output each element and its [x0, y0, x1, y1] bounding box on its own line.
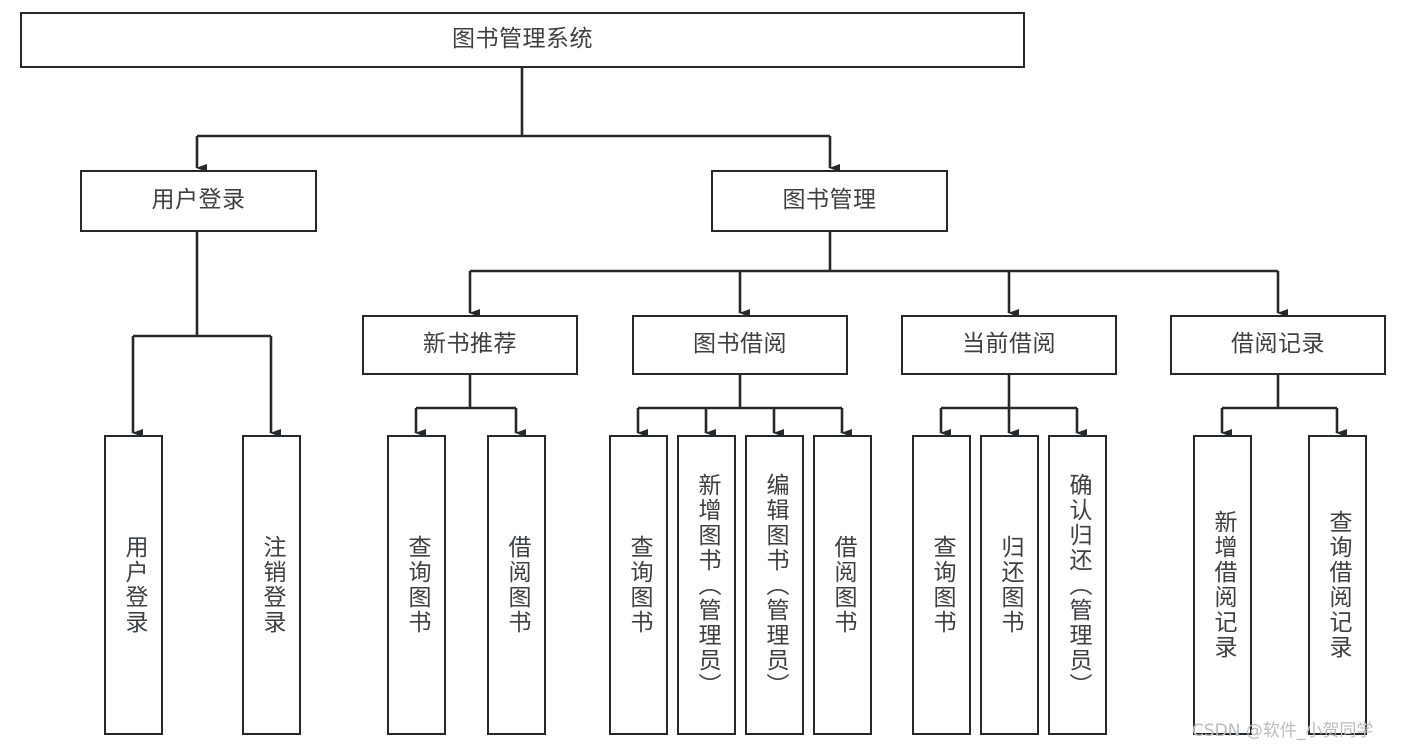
- node-label: 图书借阅: [693, 331, 787, 358]
- node-root-book-management-system[interactable]: 图书管理系统: [20, 12, 1025, 68]
- node-label: 图书管理系统: [452, 26, 593, 53]
- node-label: 借阅图书: [504, 535, 530, 635]
- node-label: 用户登录: [121, 535, 147, 635]
- node-leaf-user-login[interactable]: 用户登录: [104, 435, 163, 735]
- node-borrow-record[interactable]: 借阅记录: [1170, 315, 1386, 375]
- node-book-borrow[interactable]: 图书借阅: [632, 315, 848, 375]
- node-label: 查询图书: [626, 535, 652, 635]
- node-leaf-query-book-3[interactable]: 查询图书: [912, 435, 971, 735]
- node-label: 查询图书: [929, 535, 955, 635]
- node-leaf-logout-login[interactable]: 注销登录: [242, 435, 301, 735]
- node-label: 查询图书: [404, 535, 430, 635]
- node-label: 新书推荐: [423, 331, 517, 358]
- node-leaf-edit-book[interactable]: 编辑图书（管理员）: [745, 435, 804, 735]
- node-leaf-query-book-2[interactable]: 查询图书: [609, 435, 668, 735]
- node-leaf-add-book[interactable]: 新增图书（管理员）: [677, 435, 736, 735]
- node-label: 编辑图书（管理员）: [762, 472, 788, 698]
- node-new-book-recommend[interactable]: 新书推荐: [362, 315, 578, 375]
- node-label: 借阅记录: [1231, 331, 1325, 358]
- node-label: 借阅图书: [830, 535, 856, 635]
- node-label: 归还图书: [997, 535, 1023, 635]
- node-label: 图书管理: [782, 187, 877, 214]
- node-leaf-borrow-book-2[interactable]: 借阅图书: [813, 435, 872, 735]
- node-label: 新增图书（管理员）: [694, 472, 720, 698]
- node-leaf-confirm-return[interactable]: 确认归还（管理员）: [1048, 435, 1107, 735]
- node-label: 用户登录: [151, 187, 246, 214]
- node-current-borrow[interactable]: 当前借阅: [901, 315, 1117, 375]
- node-leaf-add-record[interactable]: 新增借阅记录: [1193, 435, 1252, 735]
- node-user-login[interactable]: 用户登录: [80, 170, 317, 232]
- node-label: 确认归还（管理员）: [1065, 472, 1091, 698]
- node-leaf-return-book[interactable]: 归还图书: [980, 435, 1039, 735]
- node-label: 查询借阅记录: [1325, 510, 1351, 660]
- node-leaf-borrow-book-1[interactable]: 借阅图书: [487, 435, 546, 735]
- node-leaf-query-record[interactable]: 查询借阅记录: [1308, 435, 1367, 735]
- node-book-management[interactable]: 图书管理: [711, 170, 948, 232]
- node-label: 注销登录: [259, 535, 285, 635]
- node-label: 新增借阅记录: [1210, 510, 1236, 660]
- node-label: 当前借阅: [962, 331, 1056, 358]
- node-leaf-query-book-1[interactable]: 查询图书: [387, 435, 446, 735]
